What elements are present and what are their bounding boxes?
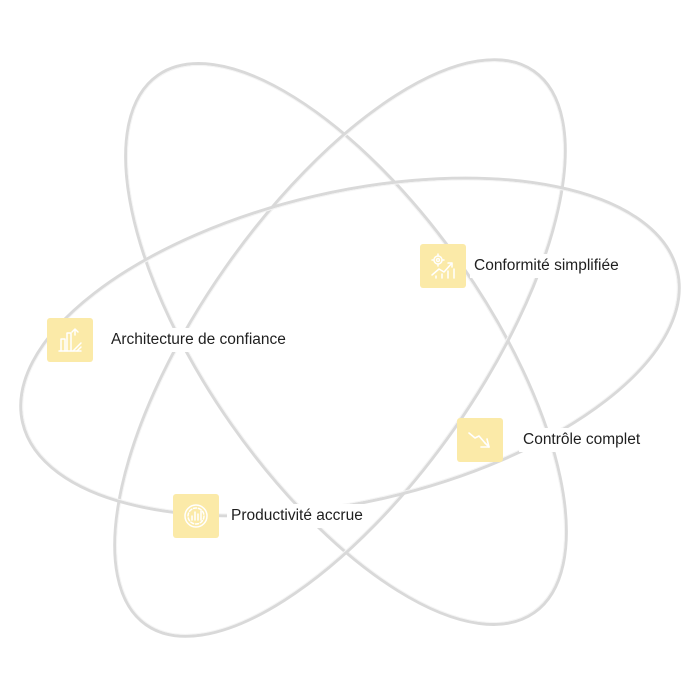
node-conformite: Conformité simplifiée [420,244,623,288]
node-productivite-badge [173,494,219,538]
growth-settings-icon [431,253,455,279]
node-controle-label: Contrôle complet [519,428,645,452]
node-controle: Contrôle complet [457,418,645,462]
node-conformite-badge [420,244,466,288]
node-architecture-badge [47,318,93,362]
chart-upload-icon [58,328,82,352]
circular-chart-icon [184,504,208,528]
orbit-ellipse-horizontal [19,176,681,518]
node-architecture-label: Architecture de confiance [107,328,290,352]
node-architecture: Architecture de confiance [47,318,290,362]
node-productivite: Productivité accrue [173,494,367,538]
node-controle-badge [457,418,503,462]
node-conformite-label: Conformité simplifiée [470,254,623,278]
node-productivite-label: Productivité accrue [227,504,367,528]
downtrend-arrow-icon [468,432,490,448]
orbit-ellipse-right-diagonal [113,58,567,638]
